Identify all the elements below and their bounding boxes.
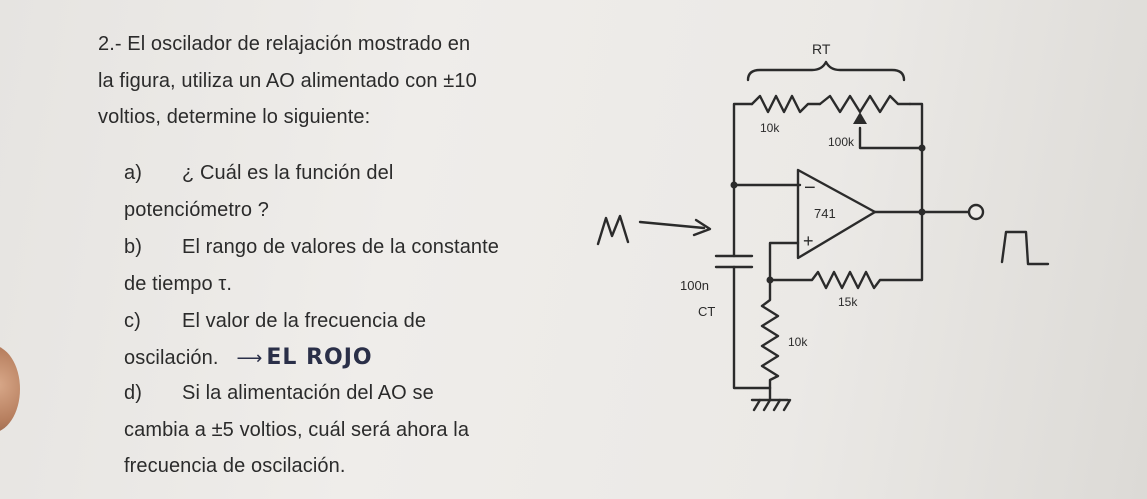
junction-dot-output xyxy=(918,208,926,216)
item-a-letter: a) xyxy=(124,162,142,184)
feedback-wire-top xyxy=(732,102,754,187)
item-c-line-1: El valor de la frecuencia de xyxy=(182,310,427,332)
junction-dot-divider xyxy=(766,276,774,284)
junction-dot-left xyxy=(730,181,738,189)
r-ground-10k-label: 10k xyxy=(788,335,808,349)
junction-dot-wiper xyxy=(918,144,926,152)
item-a: a) ¿ Cuál es la función del xyxy=(124,162,393,185)
potentiometer-100k-icon xyxy=(818,94,912,114)
problem-line-1: 2.- El oscilador de relajación mostrado … xyxy=(98,33,471,55)
r-15k-label: 15k xyxy=(838,295,858,309)
resistor-10k-icon xyxy=(750,94,822,114)
input-arrow-head xyxy=(692,218,712,237)
item-b: b) El rango de valores de la constante xyxy=(124,236,499,259)
item-d-line-1: Si la alimentación del AO se xyxy=(182,382,434,404)
r-10k-label: 10k xyxy=(760,121,780,135)
item-a-line-1: ¿ Cuál es la función del xyxy=(182,162,394,184)
square-wave-sketch-icon xyxy=(1000,230,1050,266)
handwritten-arrow-icon: ⟶ xyxy=(236,348,263,369)
rt-label: RT xyxy=(812,41,831,57)
problem-line-2: la figura, utiliza un AO alimentado con … xyxy=(98,70,477,92)
ground-hatch xyxy=(752,398,792,412)
opamp-model-label: 741 xyxy=(814,206,836,221)
item-b-letter: b) xyxy=(124,236,142,258)
output-terminal-icon xyxy=(967,203,985,221)
triangle-wave-sketch-icon xyxy=(596,214,630,246)
handwritten-note: EL ROJO xyxy=(266,345,373,370)
opamp-741-icon xyxy=(796,168,877,260)
pot-right-wire xyxy=(908,102,924,150)
resistor-10k-ground-icon xyxy=(760,278,780,390)
item-d-line-2: cambia a ±5 voltios, cuál será ahora la xyxy=(124,419,470,441)
cap-value-label: 100n xyxy=(680,278,709,293)
item-c-line-2-row: oscilación. ⟶EL ROJO xyxy=(124,345,373,370)
item-c-line-2: oscilación. xyxy=(124,347,219,369)
rt-brace xyxy=(746,60,906,82)
pot-100k-label: 100k xyxy=(828,135,855,149)
item-b-line-2: de tiempo τ. xyxy=(124,273,233,295)
problem-line-3: voltios, determine lo siguiente: xyxy=(98,106,371,128)
item-d-letter: d) xyxy=(124,382,142,404)
item-b-line-1: El rango de valores de la constante xyxy=(182,236,500,258)
cap-bottom-wire xyxy=(732,265,772,390)
item-a-line-2: potenciómetro ? xyxy=(124,199,269,221)
opamp-minus-label: − xyxy=(804,177,816,199)
pot-wiper-wire xyxy=(858,126,924,214)
item-c: c) El valor de la frecuencia de xyxy=(124,310,426,333)
cap-name-label: CT xyxy=(698,304,715,319)
pot-wiper-arrow-icon xyxy=(853,112,867,124)
noninverting-input-wire xyxy=(768,241,800,282)
opamp-plus-label: + xyxy=(803,231,814,251)
item-d-line-3: frecuencia de oscilación. xyxy=(124,455,346,477)
item-c-letter: c) xyxy=(124,310,141,332)
finger-edge xyxy=(0,345,20,433)
item-d: d) Si la alimentación del AO se xyxy=(124,382,434,405)
resistor-15k-wire xyxy=(768,210,924,290)
input-arrow xyxy=(638,220,706,230)
